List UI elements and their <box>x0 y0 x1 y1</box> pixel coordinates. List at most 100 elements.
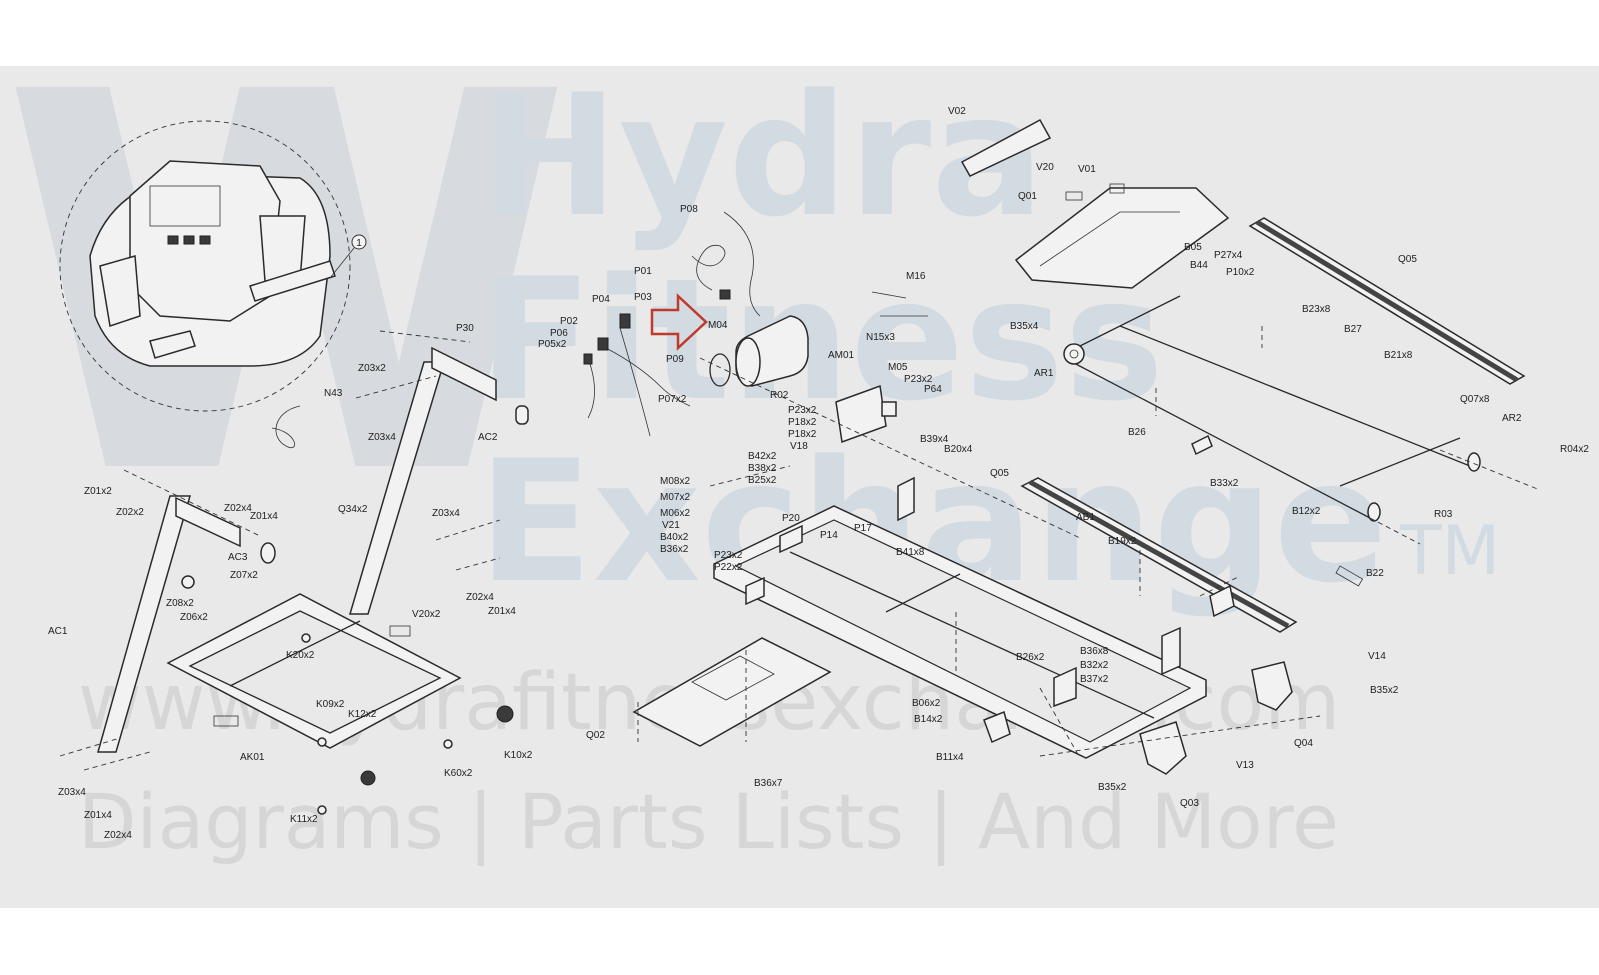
part-label-p10x2: P10x2 <box>1226 267 1255 278</box>
base-frame-inner <box>188 610 442 734</box>
callout-leader <box>329 247 355 279</box>
part-label-z06x2: Z06x2 <box>180 612 208 623</box>
part-labels: P08P01P03P04P02P06P05x2P09P07x2M04R02AM0… <box>48 106 1589 841</box>
part-label-p03: P03 <box>634 292 652 303</box>
part-label-p07x2: P07x2 <box>658 394 687 405</box>
part-label-b12x2: B12x2 <box>1292 506 1321 517</box>
endcap-q04 <box>1251 661 1293 711</box>
part-label-r04x2: R04x2 <box>1560 444 1589 455</box>
part-label-b14x2: B14x2 <box>914 714 943 725</box>
part-label-z03x4-bottom: Z03x4 <box>58 787 86 798</box>
part-label-v02: V02 <box>948 106 966 117</box>
base-frame <box>166 593 514 815</box>
part-label-b11x4: B11x4 <box>936 752 964 763</box>
b26-block <box>1191 434 1213 456</box>
upright-left-crossbar <box>175 496 241 548</box>
part-label-ar2: AR2 <box>1502 413 1522 424</box>
motor-hood <box>960 118 1230 289</box>
decal-v02 <box>960 118 1052 177</box>
wheel-k10 <box>496 705 514 723</box>
part-label-ac1: AC1 <box>48 626 68 637</box>
part-label-q01: Q01 <box>1018 191 1037 202</box>
part-label-z01x4-b: Z01x4 <box>488 606 516 617</box>
base-label <box>213 715 239 727</box>
part-label-b32x2: B32x2 <box>1080 660 1109 671</box>
part-label-m06x2: M06x2 <box>660 508 690 519</box>
p06-wire <box>587 363 595 419</box>
console-handle-end <box>149 330 196 359</box>
part-label-z03x4-top: Z03x4 <box>368 432 396 443</box>
console-handlebar <box>249 260 336 302</box>
part-label-p06: P06 <box>550 328 568 339</box>
front-roller-hub <box>1069 349 1079 359</box>
part-label-k12x2: K12x2 <box>348 709 377 720</box>
upright-left-endcap <box>260 542 276 564</box>
part-label-z02x4-a: Z02x4 <box>224 503 252 514</box>
part-label-v21: V21 <box>662 520 680 531</box>
dash-line <box>699 357 1081 539</box>
endcap-q03 <box>1139 721 1187 775</box>
part-label-z03x4-mid: Z03x4 <box>432 508 460 519</box>
upright-crossbar <box>431 346 497 402</box>
diagram-sheet: W Hydra Fitness Exchange TM www.hydrafit… <box>0 66 1599 908</box>
p07-wire <box>619 327 651 437</box>
motor-base-plate <box>632 637 832 747</box>
motor-face <box>735 337 761 387</box>
foot-k09-b <box>317 805 327 815</box>
part-label-q03: Q03 <box>1180 798 1199 809</box>
part-label-p17: P17 <box>854 523 872 534</box>
part-label-b35x4: B35x4 <box>1010 321 1039 332</box>
callout-number: 1 <box>356 238 362 249</box>
motor-assembly <box>583 211 928 444</box>
watermark-word-hydra: Hydra <box>478 66 1045 254</box>
deck-rear-edge <box>1339 437 1461 487</box>
console-left-grip <box>99 255 141 327</box>
watermark-trademark: TM <box>1400 512 1501 591</box>
deck-edge <box>1119 325 1471 467</box>
part-label-ac3: AC3 <box>228 552 248 563</box>
dash-line <box>1039 715 1321 757</box>
p03-plug <box>719 289 731 300</box>
part-label-z02x2: Z02x2 <box>116 507 144 518</box>
upright-left-post <box>97 495 191 753</box>
part-label-b42x2: B42x2 <box>748 451 777 462</box>
part-label-q34x2: Q34x2 <box>338 504 368 515</box>
p64-part <box>881 401 897 417</box>
part-label-p18x2: P18x2 <box>788 417 817 428</box>
part-label-v14: V14 <box>1368 651 1386 662</box>
decal-v01 <box>1109 183 1125 194</box>
dash-line <box>709 465 791 487</box>
highlight-arrow <box>650 293 708 351</box>
part-label-k20x2: K20x2 <box>286 650 315 661</box>
part-label-m08x2: M08x2 <box>660 476 690 487</box>
part-label-k09x2: K09x2 <box>316 699 345 710</box>
upright-endcap <box>515 405 529 425</box>
part-label-q05-left: Q05 <box>990 468 1009 479</box>
part-label-m04: M04 <box>708 320 728 331</box>
rear-roller-ar2 <box>1467 452 1481 472</box>
part-label-v13: V13 <box>1236 760 1254 771</box>
part-label-m05: M05 <box>888 362 908 373</box>
part-label-b41x8: B41x8 <box>896 547 925 558</box>
part-label-p20: P20 <box>782 513 800 524</box>
console-detail-view: 1 <box>59 120 367 412</box>
part-label-z01x4-bottom: Z01x4 <box>84 810 112 821</box>
part-label-v20: V20 <box>1036 162 1054 173</box>
part-label-ak01: AK01 <box>240 752 265 763</box>
part-label-b36x8: B36x8 <box>1080 646 1109 657</box>
hood-contour <box>1039 211 1180 267</box>
p09-wire <box>605 347 691 407</box>
part-label-p01: P01 <box>634 266 652 277</box>
plate-q02 <box>632 637 832 747</box>
part-label-b35x2-right: B35x2 <box>1370 685 1399 696</box>
part-label-b25x2: B25x2 <box>748 475 777 486</box>
dash-line <box>355 375 437 399</box>
dash-line <box>1199 575 1241 597</box>
part-label-b19x2: B19x2 <box>1108 536 1137 547</box>
dash-line <box>83 751 151 771</box>
rear-roller-end <box>1367 502 1381 522</box>
part-label-b21x8: B21x8 <box>1384 350 1413 361</box>
frame-rail <box>789 551 1155 719</box>
part-label-p18x2-b: P18x2 <box>788 429 817 440</box>
part-label-b40x2: B40x2 <box>660 532 689 543</box>
